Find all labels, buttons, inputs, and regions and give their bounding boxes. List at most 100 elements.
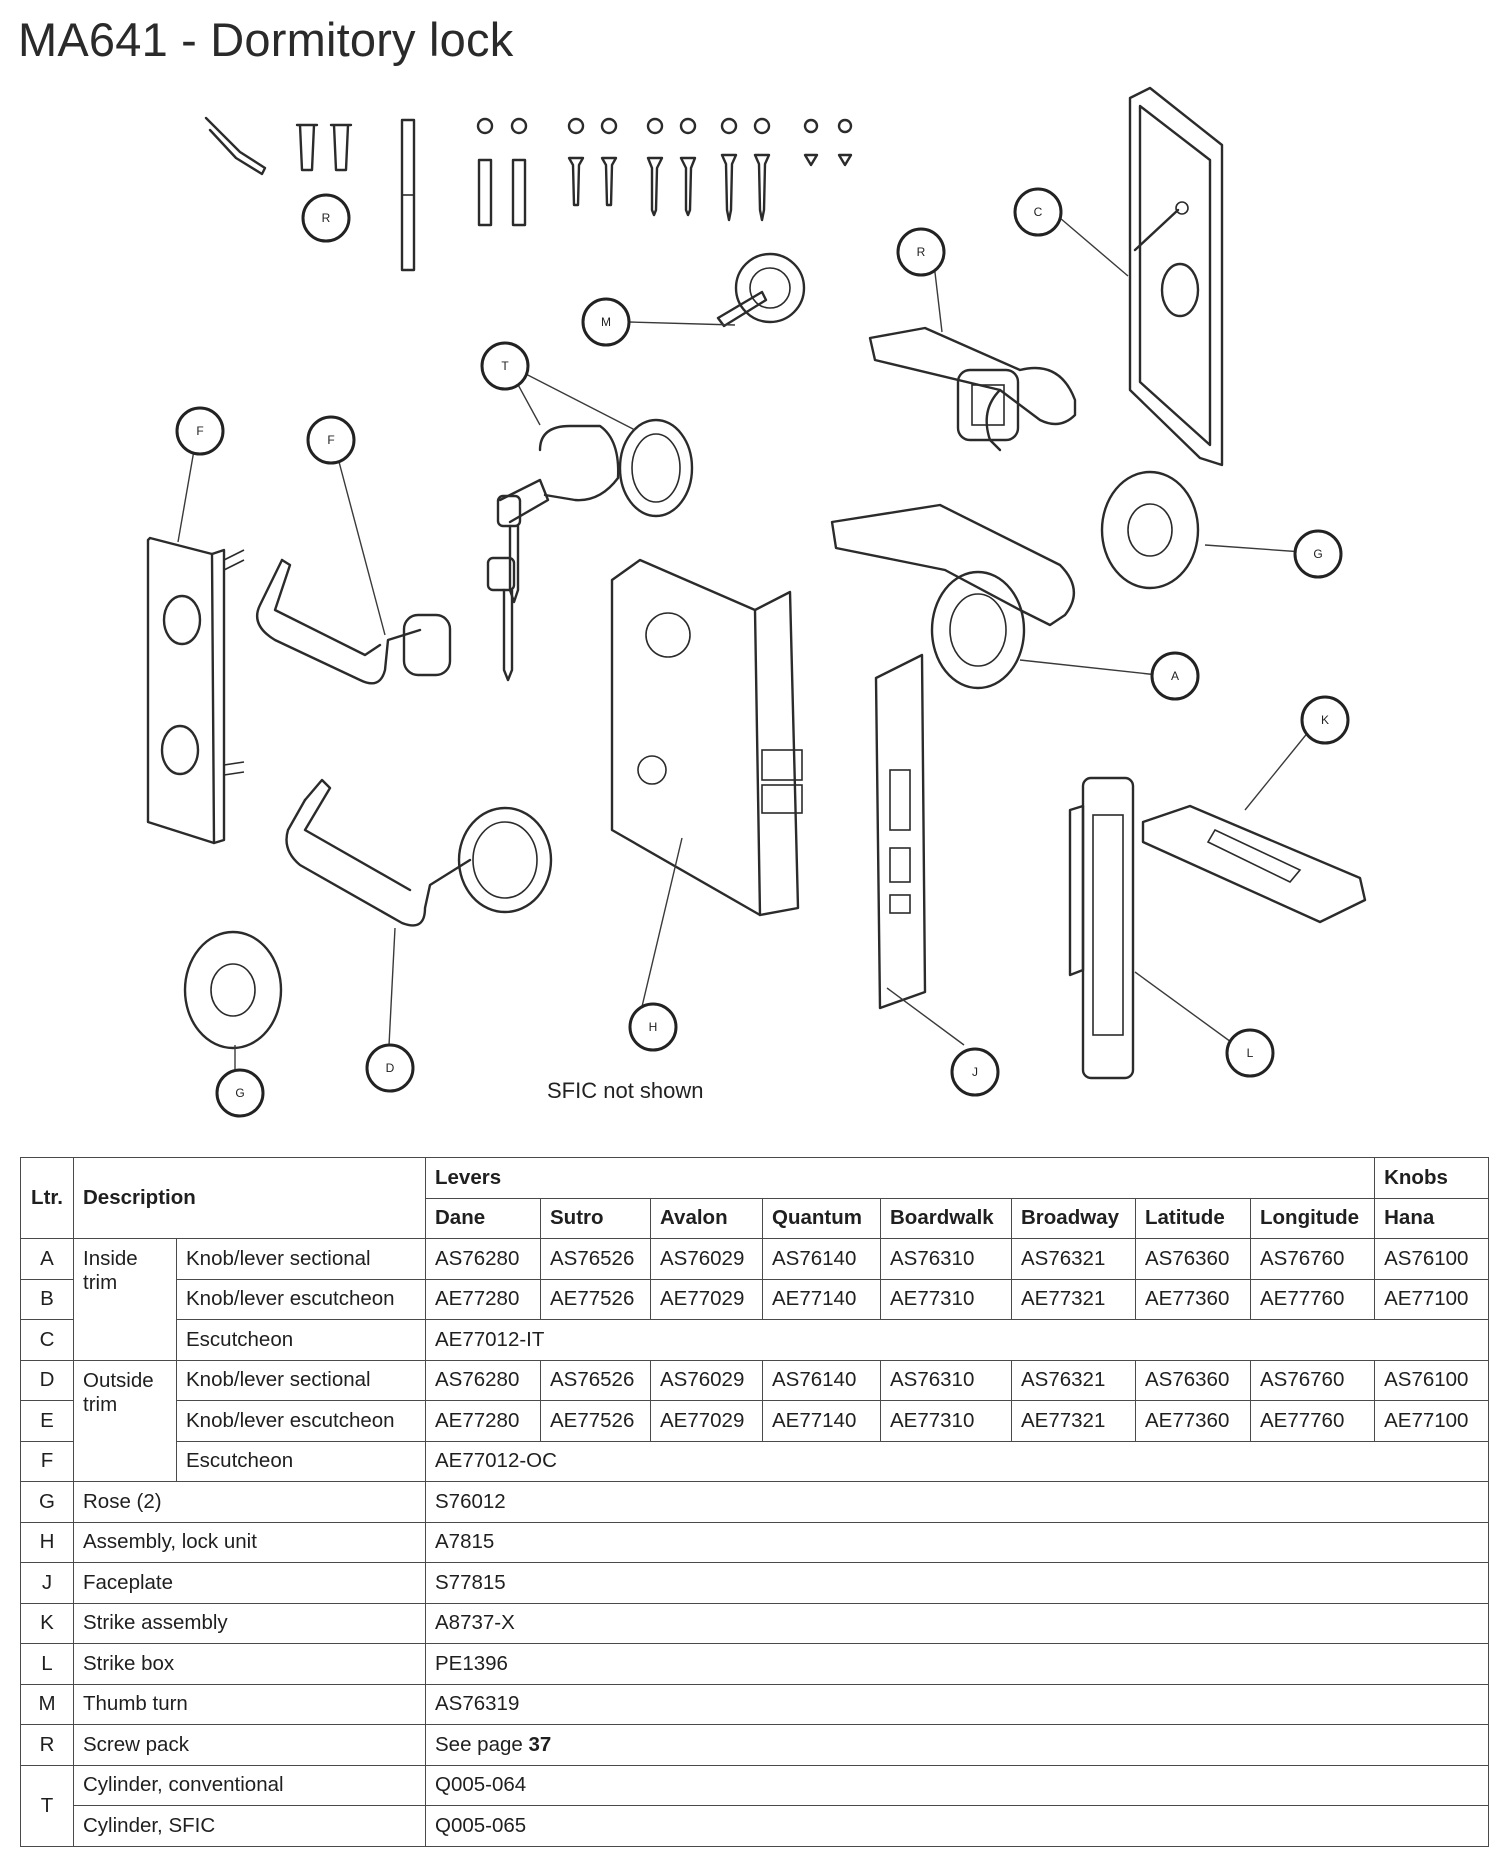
part-number: AS76321 [1011,1238,1136,1280]
col-header-style: Longitude [1249,1197,1376,1239]
part-number: AS76280 [425,1359,541,1401]
row-letter: J [20,1562,74,1604]
part-number: AS76310 [880,1359,1012,1401]
part-number: AE77140 [762,1400,881,1442]
page-reference-number: 37 [528,1732,552,1756]
part-number: AE77526 [540,1278,651,1320]
callout-r-upper: R [301,193,351,243]
table-header-row: Ltr. Description Levers Knobs [20,1157,1490,1239]
part-number: A8737-X [424,1602,1490,1644]
part-number: AE77760 [1249,1400,1376,1442]
part-number: AE77321 [1011,1278,1136,1320]
row-description: Strike box [73,1643,426,1685]
part-number: AS76029 [650,1238,763,1280]
part-number: AE77310 [880,1400,1012,1442]
part-number: AS76760 [1249,1359,1376,1401]
part-number: PE1396 [424,1643,1490,1685]
row-description: Knob/lever sectional [176,1359,426,1401]
table-row: C Escutcheon AE77012-IT [20,1319,1490,1361]
part-number: AS76526 [540,1238,651,1280]
row-description: Strike assembly [73,1602,426,1644]
callout-a: A [1150,651,1200,701]
col-header-style: Quantum [762,1197,881,1239]
part-number: AS76140 [762,1238,881,1280]
svg-text:R: R [917,245,926,259]
strike-plate-illustration [1141,804,1367,924]
callout-r-lever: R [896,227,946,277]
col-header-style: Dane [425,1197,541,1239]
table-row: D Outside trim Knob/lever sectional AS76… [20,1359,1490,1482]
row-description: Escutcheon [176,1319,426,1361]
table-row: M Thumb turn AS76319 [20,1683,1490,1725]
group-label-inside: Inside trim [73,1238,177,1361]
part-number: AE77760 [1249,1278,1376,1320]
part-number: Q005-065 [424,1805,1490,1847]
col-header-knobs: Knobs [1374,1157,1490,1199]
outside-lever-lower-illustration [285,778,553,927]
callout-f-lever: F [306,415,356,465]
svg-text:G: G [1313,547,1322,561]
callout-g-left: G [215,1068,265,1118]
svg-text:A: A [1171,669,1179,683]
part-number: A7815 [424,1521,1490,1563]
callout-h: H [628,1002,678,1052]
part-number: AS76100 [1374,1238,1490,1280]
mortise-lock-body-illustration [610,558,803,917]
table-row: K Strike assembly A8737-X [20,1602,1490,1644]
svg-text:F: F [196,424,203,438]
part-number: AS76140 [762,1359,881,1401]
row-description: Knob/lever escutcheon [176,1400,426,1442]
svg-text:L: L [1247,1046,1254,1060]
callout-d: D [365,1043,415,1093]
col-header-description: Description [73,1157,426,1239]
row-description: Faceplate [73,1562,426,1604]
col-header-style: Hana [1374,1197,1490,1239]
row-description: Cylinder, SFIC [73,1805,426,1847]
part-number: AE77310 [880,1278,1012,1320]
part-number: AS76319 [424,1683,1490,1725]
page-reference: See page 37 [424,1724,1490,1766]
svg-text:R: R [322,211,331,225]
row-letter: B [20,1278,74,1320]
callout-t: T [480,341,530,391]
part-number: S76012 [424,1481,1490,1523]
part-number: Q005-064 [424,1764,1490,1806]
part-number: AS76526 [540,1359,651,1401]
row-description: Assembly, lock unit [73,1521,426,1563]
table-row: A Inside trim Knob/lever sectional AS762… [20,1238,1490,1361]
part-number: AE77140 [762,1278,881,1320]
row-description: Rose (2) [73,1481,426,1523]
callout-f-plate: F [175,406,225,456]
row-description: Knob/lever sectional [176,1238,426,1280]
part-number: AS76280 [425,1238,541,1280]
rose-illustration [183,470,1200,1050]
part-number: AE77012-OC [424,1440,1490,1482]
table-row: F Escutcheon AE77012-OC [20,1440,1490,1482]
inside-escutcheon-plate-illustration [1128,86,1224,467]
callout-l: L [1225,1028,1275,1078]
row-letter: D [20,1359,74,1401]
row-letter: E [20,1400,74,1442]
table-row: H Assembly, lock unit A7815 [20,1521,1490,1563]
part-number: AS76100 [1374,1359,1490,1401]
part-number: AE77280 [425,1400,541,1442]
part-number: AS76029 [650,1359,763,1401]
part-number: AE77029 [650,1400,763,1442]
cylinder-illustration [486,418,694,682]
parts-table: Ltr. Description Levers Knobs Dane Sutro… [20,1157,1490,1847]
svg-text:F: F [327,433,334,447]
row-letter: A [20,1238,74,1280]
screw-pack-illustration [204,116,853,272]
svg-text:D: D [386,1061,395,1075]
svg-text:G: G [235,1086,244,1100]
table-row: Cylinder, SFIC Q005-065 [21,1805,1490,1847]
col-header-style: Latitude [1135,1197,1251,1239]
row-description: Screw pack [73,1724,426,1766]
part-number: AS76360 [1135,1238,1251,1280]
table-row: J Faceplate S77815 [20,1562,1490,1604]
leader-lines [177,217,1319,1090]
exploded-parts-diagram: R C R M T F F G A K H L D J G [146,86,1367,1118]
table-row: R Screw pack See page 37 [20,1724,1490,1766]
part-number: AS76360 [1135,1359,1251,1401]
part-number: AS76310 [880,1238,1012,1280]
